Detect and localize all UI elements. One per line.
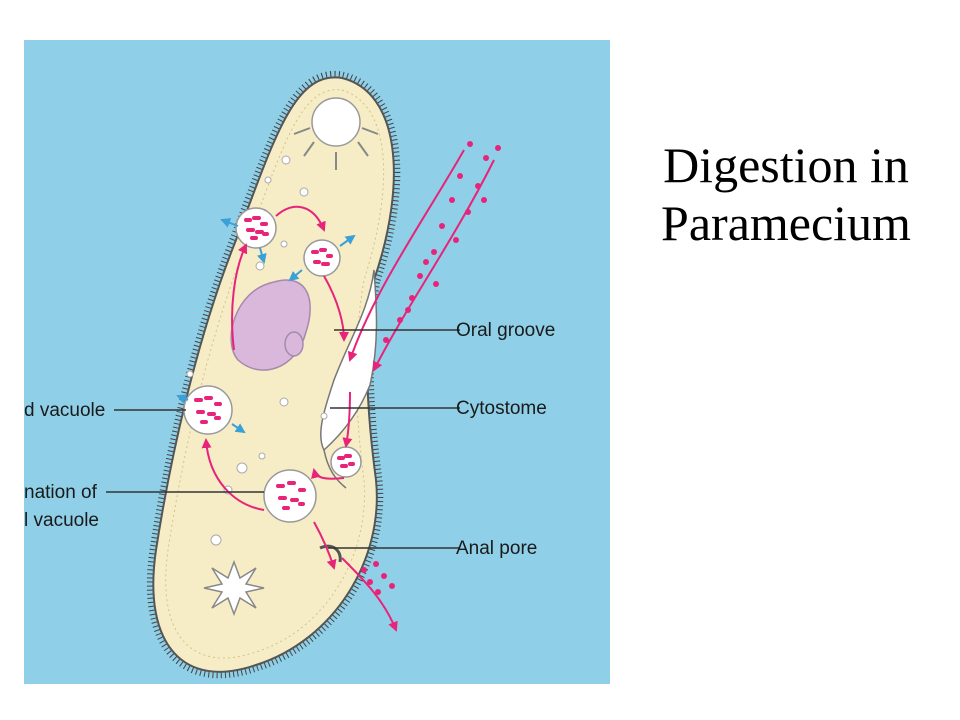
cytostome — [323, 449, 347, 489]
waste-expulsion — [341, 557, 398, 632]
label-formation-line1: nation of — [24, 482, 98, 503]
food-vacuole-1 — [235, 207, 277, 249]
paramecium-diagram: Oral groove Cytostome Anal pore d vacuol… — [24, 40, 610, 684]
title-line-1: Digestion in — [663, 137, 909, 193]
food-intake-arrows — [347, 149, 495, 372]
food-vacuole-2 — [303, 239, 341, 277]
food-vacuole-3 — [183, 385, 233, 435]
label-food-vacuole: d vacuole — [24, 400, 105, 421]
leader-lines — [106, 329, 460, 549]
title-line-2: Paramecium — [661, 195, 911, 251]
micronucleus — [284, 331, 304, 357]
food-vacuole-5 — [330, 446, 362, 478]
cytoplasm-granules — [186, 155, 328, 546]
label-anal-pore: Anal pore — [456, 538, 537, 559]
food-vacuole-4 — [263, 469, 317, 523]
contractile-vacuole-top — [293, 97, 379, 170]
food-particles-incoming — [383, 141, 501, 343]
contractile-vacuole-bottom — [203, 559, 265, 617]
label-formation-line2: l vacuole — [24, 510, 99, 531]
label-oral-groove: Oral groove — [456, 320, 555, 341]
label-cytostome: Cytostome — [456, 398, 547, 419]
paramecium-figure: Oral groove Cytostome Anal pore d vacuol… — [24, 40, 610, 684]
anal-pore — [319, 544, 342, 563]
enzyme-arrows — [176, 218, 356, 434]
slide-title: Digestion in Paramecium — [622, 136, 950, 252]
cyclosis-arrows — [201, 205, 353, 570]
